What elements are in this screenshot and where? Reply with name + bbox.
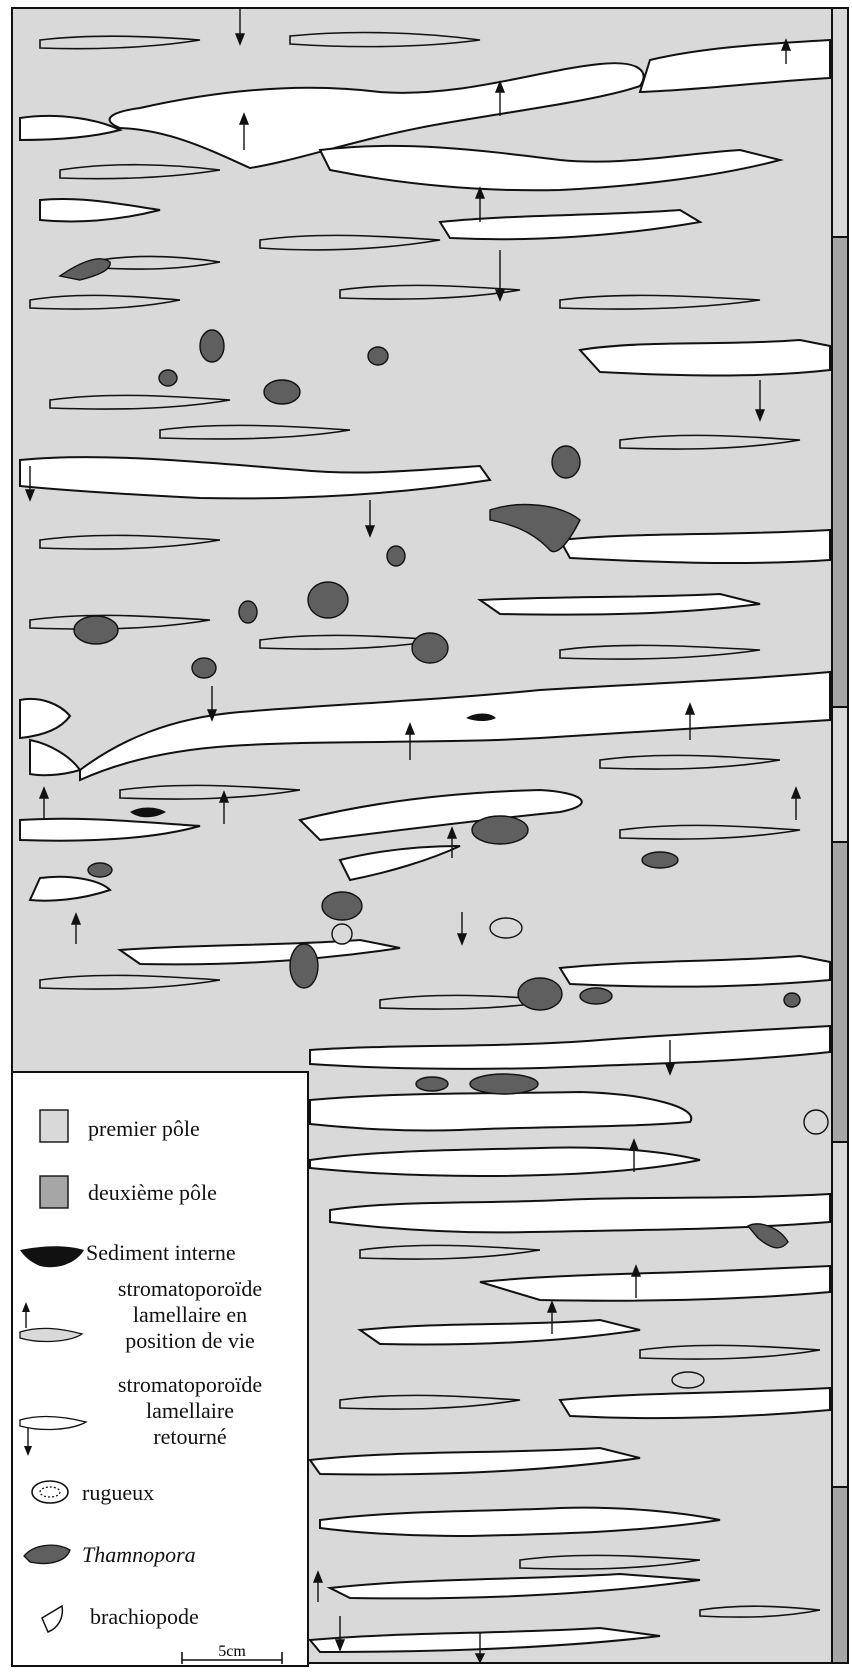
thamnopora xyxy=(239,601,257,623)
thamnopora xyxy=(200,330,224,362)
legend-label-vie-line3: position de vie xyxy=(125,1328,255,1353)
pole-column xyxy=(832,8,848,1663)
thamnopora xyxy=(308,582,348,618)
cavity-band xyxy=(310,1092,691,1131)
legend-swatch-deuxieme xyxy=(40,1176,68,1208)
legend-swatch-premier xyxy=(40,1110,68,1142)
legend-swatch-rugueux-icon xyxy=(32,1481,68,1503)
thamnopora xyxy=(472,816,528,844)
thamnopora xyxy=(264,380,300,404)
legend: premier pôle deuxième pôle Sediment inte… xyxy=(12,1072,308,1666)
thamnopora xyxy=(580,988,612,1004)
thamnopora xyxy=(642,852,678,868)
legend-label-rugueux: rugueux xyxy=(82,1480,154,1505)
cavity-band xyxy=(580,340,830,376)
legend-label-retourne-line2: lamellaire xyxy=(146,1398,234,1423)
pole-segment-deuxieme xyxy=(833,1487,847,1662)
thamnopora xyxy=(322,892,362,920)
legend-label-sediment: Sediment interne xyxy=(86,1240,236,1265)
legend-label-thamnopora: Thamnopora xyxy=(82,1542,196,1567)
rugueux xyxy=(672,1372,704,1388)
thamnopora xyxy=(470,1074,538,1094)
pole-segment-deuxieme xyxy=(833,237,847,707)
legend-label-brachiopode: brachiopode xyxy=(90,1604,199,1629)
thamnopora xyxy=(518,978,562,1010)
legend-label-vie-line2: lamellaire en xyxy=(133,1302,247,1327)
legend-label-deuxieme: deuxième pôle xyxy=(88,1180,217,1205)
thamnopora xyxy=(552,446,580,478)
rugueux xyxy=(332,924,352,944)
rugueux xyxy=(804,1110,828,1134)
thamnopora xyxy=(387,546,405,566)
rugueux xyxy=(490,918,522,938)
scale-bar-label: 5cm xyxy=(218,1643,246,1660)
legend-box xyxy=(12,1072,308,1666)
legend-label-premier: premier pôle xyxy=(88,1116,200,1141)
thamnopora xyxy=(88,863,112,877)
thamnopora xyxy=(368,347,388,365)
thamnopora xyxy=(412,633,448,663)
pole-segment-premier xyxy=(833,707,847,842)
pole-segment-premier xyxy=(833,1142,847,1487)
thamnopora xyxy=(784,993,800,1007)
thamnopora xyxy=(416,1077,448,1091)
thamnopora xyxy=(159,370,177,386)
legend-label-retourne-line3: retourné xyxy=(153,1424,226,1449)
thamnopora xyxy=(74,616,118,644)
thamnopora xyxy=(290,944,318,988)
pole-segment-deuxieme xyxy=(833,842,847,1142)
legend-label-vie-line1: stromatoporoïde xyxy=(118,1276,262,1301)
pole-segment-premier xyxy=(833,9,847,237)
thamnopora xyxy=(192,658,216,678)
legend-label-retourne-line1: stromatoporoïde xyxy=(118,1372,262,1397)
